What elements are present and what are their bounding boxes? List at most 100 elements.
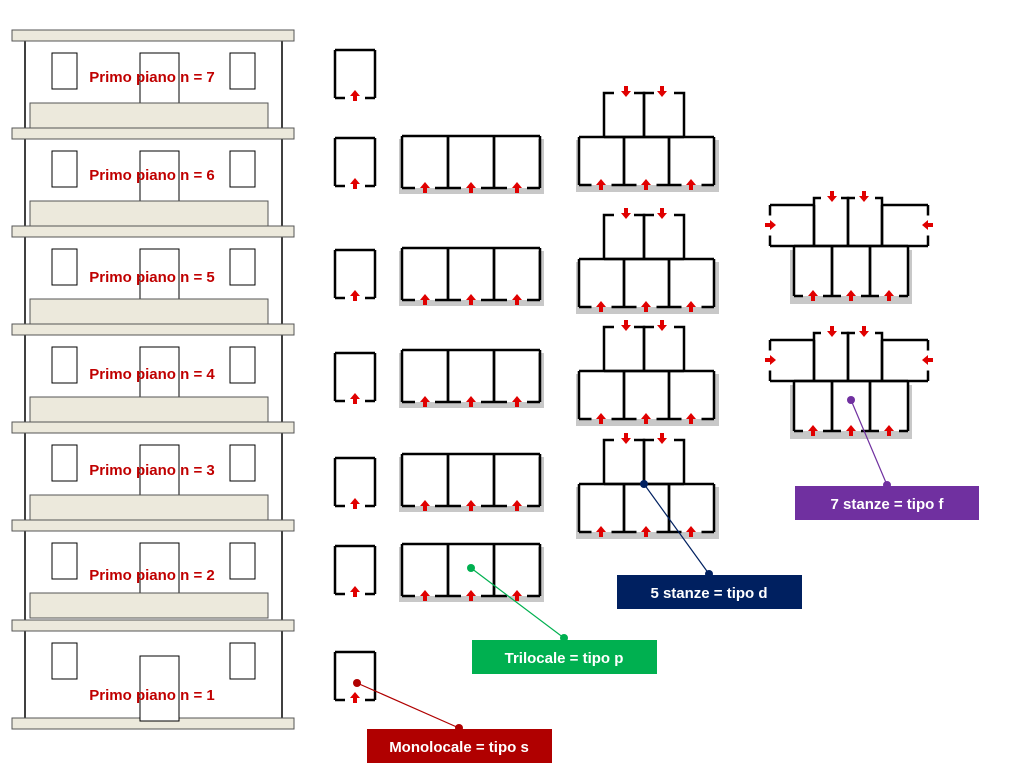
room-wall xyxy=(868,244,910,298)
entry-arrow-icon xyxy=(765,220,776,230)
plan-tipo-p xyxy=(399,452,544,512)
leader-tipo-f-dot xyxy=(847,396,855,404)
room-wall xyxy=(642,213,686,261)
plan-tipo-s xyxy=(333,351,377,404)
room-wall xyxy=(768,203,816,248)
callout-tipo-f-box xyxy=(795,486,979,520)
callout-tipo-p: Trilocale = tipo p xyxy=(472,640,657,674)
plan-floor xyxy=(402,136,538,188)
entry-arrow-icon xyxy=(350,90,360,101)
balcony xyxy=(29,200,269,227)
entry-arrow-icon xyxy=(884,425,894,436)
entry-arrow-icon xyxy=(686,526,696,537)
entry-arrow-icon xyxy=(922,355,933,365)
room-wall xyxy=(667,369,716,421)
balcony xyxy=(29,494,269,521)
floor-label: Primo piano n = 4 xyxy=(89,366,215,383)
leader-tipo-s-line xyxy=(356,682,460,729)
entry-arrow-icon xyxy=(859,326,869,337)
leader-tipo-s-dot xyxy=(353,679,361,687)
entry-arrow-icon xyxy=(596,301,606,312)
balcony-door xyxy=(139,52,180,106)
entry-arrow-icon xyxy=(512,590,522,601)
plan-tipo-f xyxy=(765,191,933,304)
window xyxy=(229,444,256,482)
room-wall xyxy=(492,134,542,190)
window xyxy=(51,642,78,680)
window xyxy=(229,248,256,286)
room-wall xyxy=(880,203,930,248)
room-wall xyxy=(667,482,716,534)
plan-tipo-p xyxy=(399,134,544,194)
entry-arrow-icon xyxy=(686,413,696,424)
entry-arrow-icon xyxy=(350,393,360,404)
room-wall xyxy=(492,542,542,598)
room-wall xyxy=(868,379,910,433)
window xyxy=(51,444,78,482)
plan-tipo-d xyxy=(576,320,719,426)
room-wall xyxy=(333,456,377,508)
entry-arrow-icon xyxy=(350,586,360,597)
entry-arrow-icon xyxy=(420,294,430,305)
callout-tipo-s-box xyxy=(367,729,552,763)
entry-arrow-icon xyxy=(641,526,651,537)
entry-arrow-icon xyxy=(922,220,933,230)
floor-slab xyxy=(11,127,295,140)
floor-slab xyxy=(11,29,295,42)
room-wall xyxy=(667,135,716,187)
entry-arrow-icon xyxy=(596,179,606,190)
entry-arrow-icon xyxy=(420,590,430,601)
room-wall xyxy=(333,650,377,702)
room-wall xyxy=(333,351,377,403)
plan-floor xyxy=(579,259,714,307)
plan-tipo-p xyxy=(399,246,544,306)
balcony xyxy=(29,592,269,619)
entry-arrow-icon xyxy=(350,498,360,509)
entry-arrow-icon xyxy=(512,294,522,305)
room-wall xyxy=(667,257,716,309)
window xyxy=(51,248,78,286)
plan-tipo-p xyxy=(399,542,544,602)
callout-tipo-p-box xyxy=(472,640,657,674)
room-wall xyxy=(602,91,646,139)
room-wall xyxy=(333,136,377,188)
plan-floor xyxy=(579,484,714,532)
entry-arrow-icon xyxy=(596,526,606,537)
plan-tipo-s xyxy=(333,456,377,509)
room-wall xyxy=(602,438,646,486)
callout-tipo-f: 7 stanze = tipo f xyxy=(795,486,979,520)
leader-tipo-p-dot xyxy=(467,564,475,572)
entry-arrow-icon xyxy=(466,500,476,511)
entry-arrow-icon xyxy=(466,590,476,601)
floor-label: Primo piano n = 5 xyxy=(89,269,214,286)
entry-arrow-icon xyxy=(657,208,667,219)
room-wall xyxy=(846,196,884,248)
entrance-door xyxy=(139,655,180,722)
plan-tipo-s xyxy=(333,544,377,597)
callout-tipo-p-label: Trilocale = tipo p xyxy=(505,650,624,667)
room-wall xyxy=(768,338,816,383)
room-wall xyxy=(846,331,884,383)
room-wall xyxy=(880,338,930,383)
balcony-door xyxy=(139,542,180,596)
window xyxy=(51,52,78,90)
callout-tipo-s: Monolocale = tipo s xyxy=(367,729,552,763)
plan-tipo-d xyxy=(576,86,719,192)
room-wall xyxy=(812,331,850,383)
room-wall xyxy=(492,452,542,508)
apartment-plans xyxy=(333,48,933,703)
floor-label: Primo piano n = 3 xyxy=(89,462,214,479)
callout-tipo-f-label: 7 stanze = tipo f xyxy=(831,496,945,513)
leader-tipo-d-line xyxy=(643,483,710,575)
entry-arrow-icon xyxy=(420,500,430,511)
balcony xyxy=(29,298,269,325)
floor-label: Primo piano n = 1 xyxy=(89,687,214,704)
entry-arrow-icon xyxy=(686,179,696,190)
callout-tipo-d: 5 stanze = tipo d xyxy=(617,575,802,609)
plan-floor xyxy=(402,454,538,506)
entry-arrow-icon xyxy=(621,86,631,97)
plan-tipo-s xyxy=(333,136,377,189)
entry-arrow-icon xyxy=(596,413,606,424)
